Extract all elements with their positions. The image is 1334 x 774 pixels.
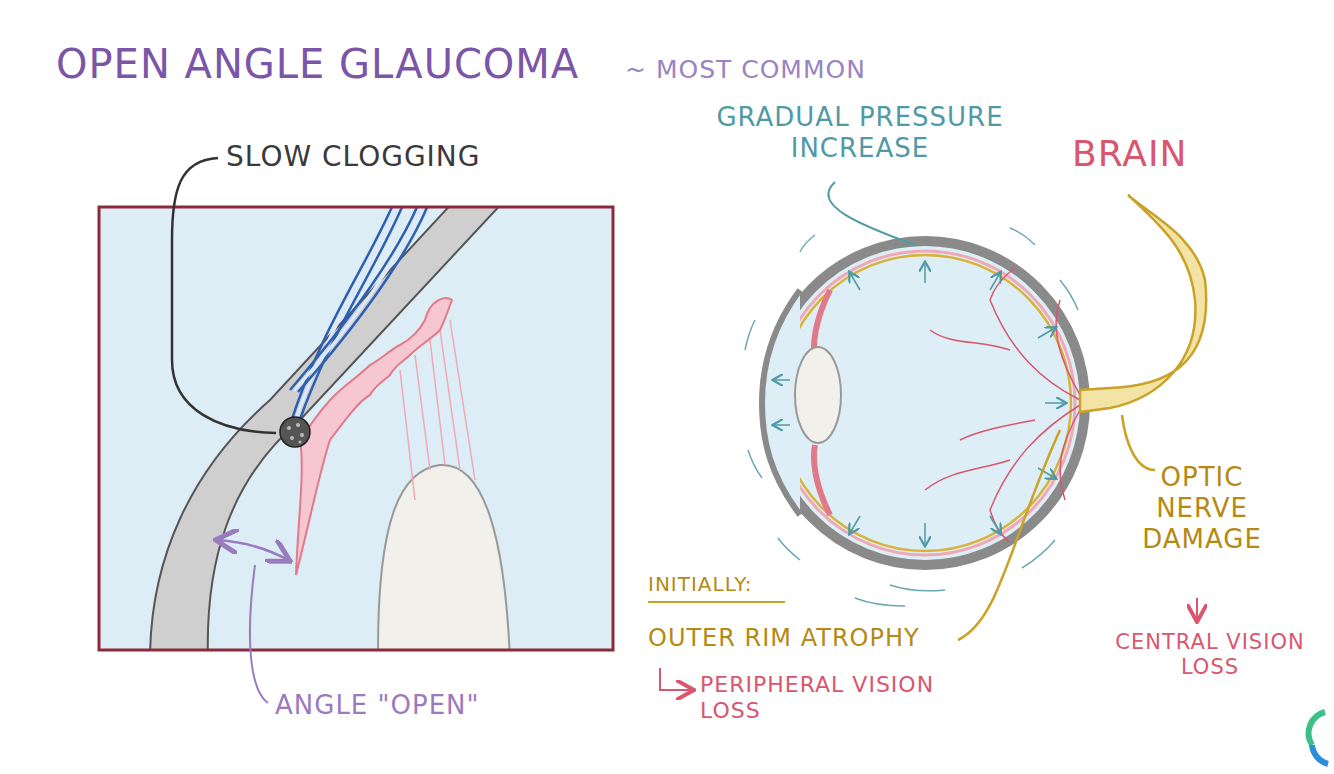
- part-label: ANGLE "OPEN": [275, 690, 480, 721]
- angle-closeup: [99, 158, 613, 703]
- title: OPEN ANGLE GLAUCOMA: [56, 40, 579, 88]
- part-label: OPTIC NERVE DAMAGE: [1122, 462, 1282, 556]
- part-label: BRAIN: [1072, 132, 1187, 175]
- effect-label: CENTRAL VISION LOSS: [1095, 630, 1325, 680]
- effect-label: PERIPHERAL VISION LOSS: [700, 672, 985, 725]
- note-label: INITIALLY:: [648, 572, 752, 596]
- subtitle-note: ~ MOST COMMON: [625, 55, 866, 85]
- part-label: OUTER RIM ATROPHY: [648, 624, 920, 653]
- part-label: SLOW CLOGGING: [226, 140, 481, 174]
- part-label: GRADUAL PRESSURE INCREASE: [700, 102, 1020, 164]
- logo-mark: [1309, 712, 1328, 764]
- eye-illustration: [648, 182, 1206, 690]
